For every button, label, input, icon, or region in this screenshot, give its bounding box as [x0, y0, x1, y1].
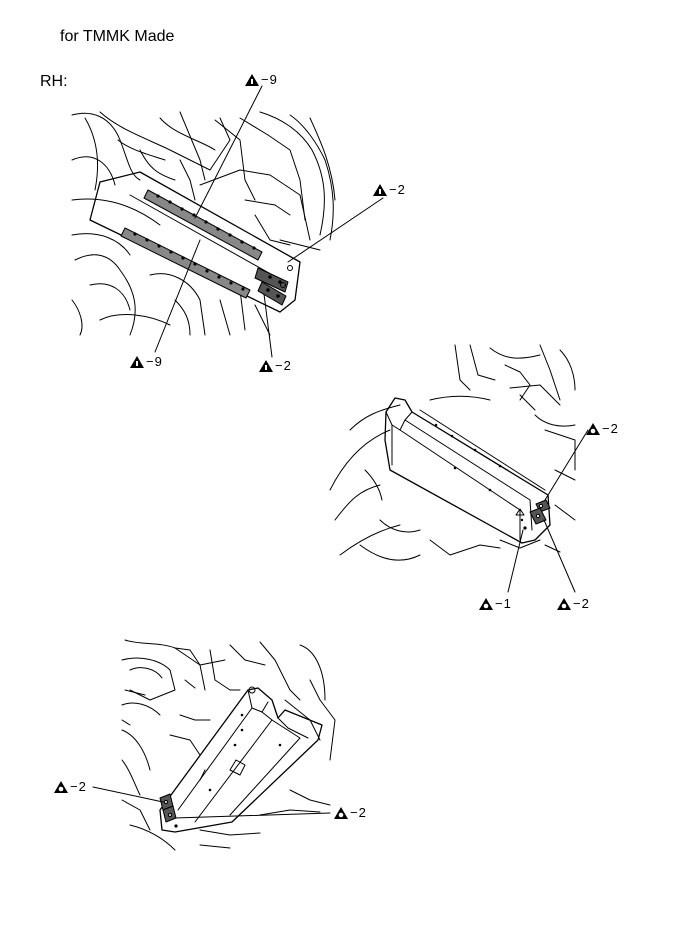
callout-number: 2 [610, 421, 618, 436]
weld-spot-o-icon [334, 807, 348, 819]
callout-number: 1 [503, 596, 511, 611]
callout-number: 9 [154, 354, 162, 369]
callout-number: 9 [269, 72, 277, 87]
weld-spot-o-icon [54, 781, 68, 793]
weld-spot-o-icon [479, 598, 493, 610]
weld-spot-i-icon [130, 356, 144, 368]
weld-spot-o-icon [586, 423, 600, 435]
callout-number: 2 [358, 805, 366, 820]
callout-spot-middle-1: −1 [478, 597, 511, 611]
callout-weld-top-9: −9 [244, 73, 277, 87]
callout-number: 2 [283, 358, 291, 373]
callout-weld-top-right-2: −2 [372, 183, 405, 197]
figure-top-member-assembly [71, 85, 384, 358]
callout-spot-bottom-left-2: −2 [53, 780, 86, 794]
weld-spot-i-icon [245, 74, 259, 86]
callout-spot-bottom-right-2: −2 [333, 806, 366, 820]
callout-weld-bottom-2: −2 [258, 359, 291, 373]
figure-bottom-member [92, 639, 336, 851]
page-title: for TMMK Made [60, 28, 175, 45]
callout-weld-bottom-left-9: −9 [129, 355, 162, 369]
callout-number: 2 [397, 182, 405, 197]
weld-spot-i-icon [259, 360, 273, 372]
callout-number: 2 [581, 596, 589, 611]
callout-number: 2 [78, 779, 86, 794]
callout-spot-middle-right-2: −2 [585, 422, 618, 436]
callout-spot-middle-2: −2 [556, 597, 589, 611]
weld-spot-o-icon [557, 598, 571, 610]
figure-middle-member [329, 344, 589, 593]
side-label: RH: [40, 73, 68, 90]
weld-spot-i-icon [373, 184, 387, 196]
